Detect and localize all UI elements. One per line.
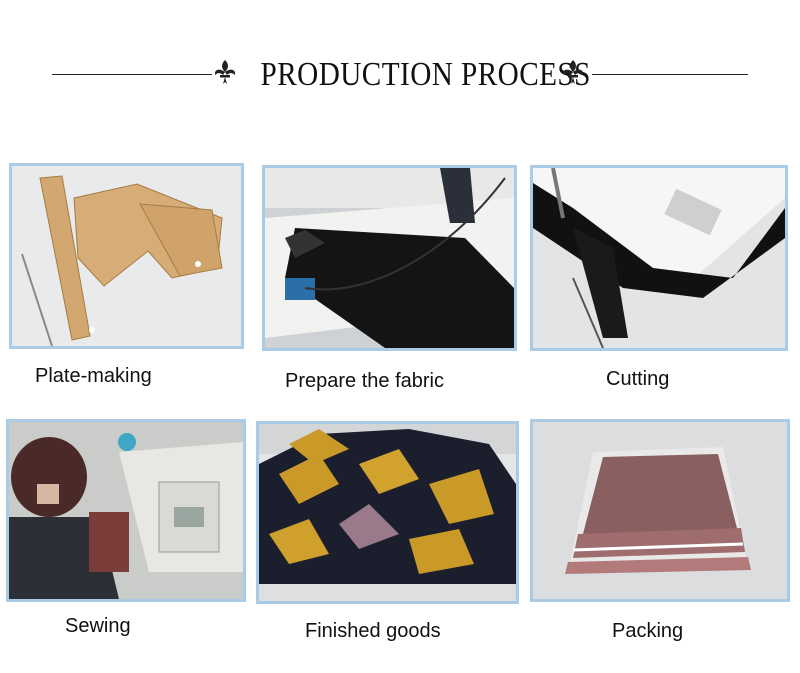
step-label: Prepare the fabric xyxy=(285,370,444,392)
page-title: PRODUCTION PROCESS xyxy=(260,56,591,93)
finished-goods-photo xyxy=(256,421,519,604)
packing-photo xyxy=(530,419,790,602)
fleur-de-lis-icon xyxy=(562,60,584,84)
step-label: Finished goods xyxy=(305,620,441,642)
sewing-photo xyxy=(6,419,246,602)
step-label: Packing xyxy=(612,620,684,642)
plate-making-photo xyxy=(9,163,244,349)
step-label: Sewing xyxy=(65,615,131,637)
header-divider-right xyxy=(592,74,748,75)
section-header: PRODUCTION PROCESS xyxy=(0,50,800,100)
header-divider-left xyxy=(52,74,212,75)
step-label: Cutting xyxy=(606,368,670,390)
cutting-photo xyxy=(530,165,788,351)
fleur-de-lis-icon xyxy=(214,60,236,84)
prepare-fabric-photo xyxy=(262,165,517,351)
step-label: Plate-making xyxy=(35,365,152,387)
